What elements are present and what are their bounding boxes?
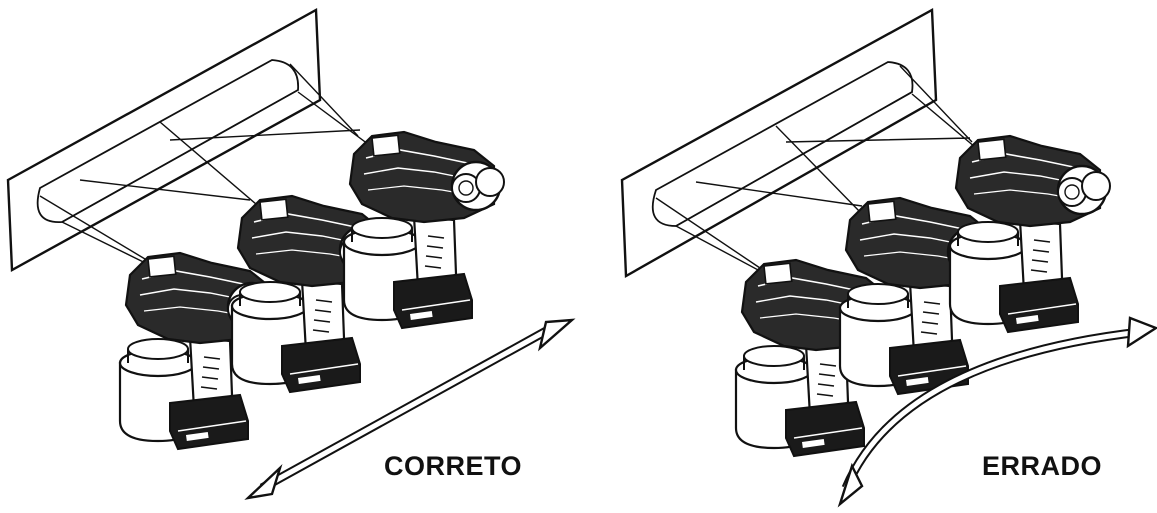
wall-panel [6, 8, 322, 272]
double-arrow-icon [837, 316, 1157, 508]
correct-illustration [6, 8, 576, 500]
label-correct: CORRETO [384, 451, 523, 481]
panel-correct: CORRETO [6, 8, 576, 500]
label-wrong: ERRADO [982, 451, 1103, 481]
wall-panel [620, 8, 938, 279]
wrong-illustration [620, 8, 1157, 508]
spray-lines [39, 63, 377, 281]
double-arrow-icon [244, 318, 576, 500]
spray-lines [655, 65, 989, 287]
panel-wrong: ERRADO [600, 0, 1157, 513]
spray-gun-icon [342, 130, 506, 330]
spray-gun-icon [948, 134, 1112, 334]
